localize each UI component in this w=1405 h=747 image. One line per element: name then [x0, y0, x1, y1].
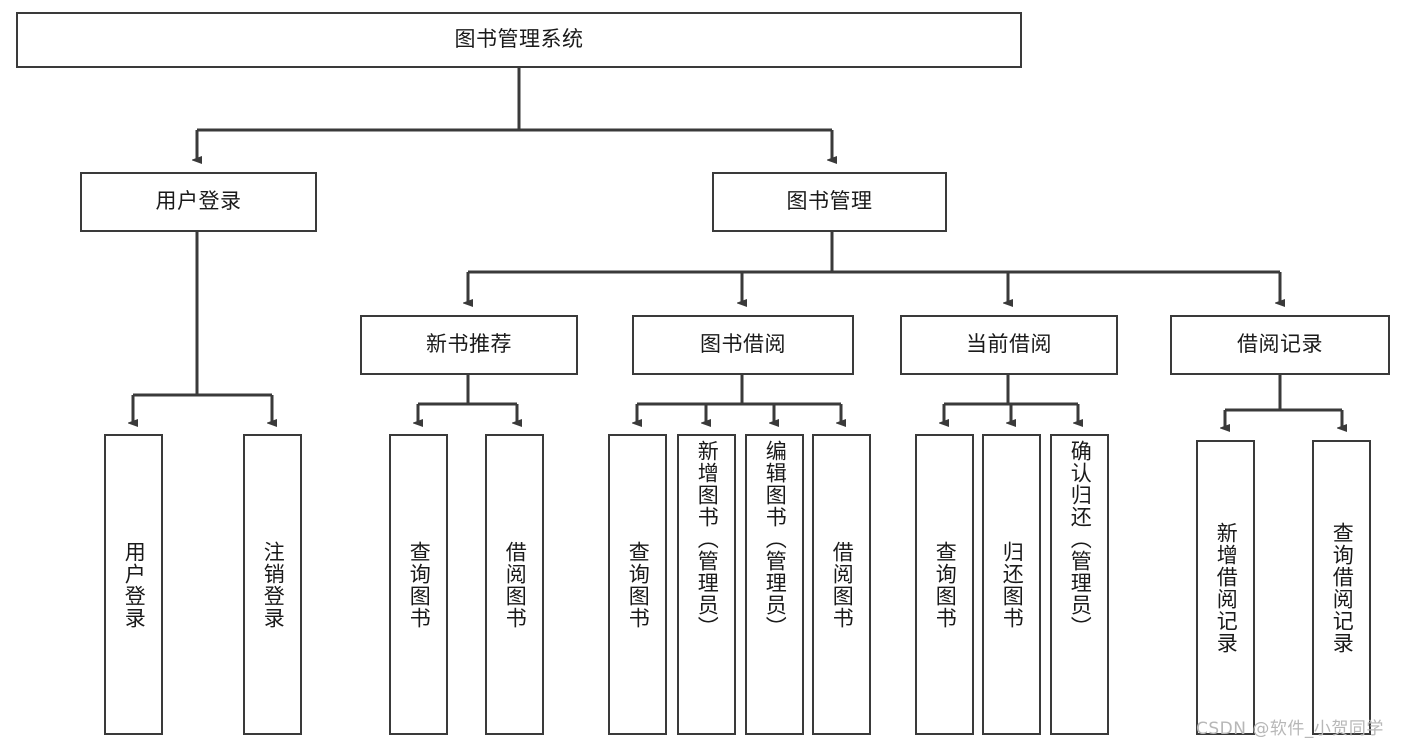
leaf-user-login-signout[interactable]: 注销登录: [243, 434, 302, 735]
leaf-book-borrow-query[interactable]: 查询图书: [608, 434, 667, 735]
node-new-book-recommend-label: 新书推荐: [426, 332, 512, 357]
leaf-current-borrow-query[interactable]: 查询图书: [915, 434, 974, 735]
leaf-current-borrow-confirm-label: 确认归还（管理员）: [1068, 440, 1093, 638]
leaf-current-borrow-query-label: 查询图书: [933, 540, 958, 629]
leaf-new-book-query-label: 查询图书: [407, 540, 432, 629]
leaf-current-borrow-return-label: 归还图书: [1000, 540, 1025, 629]
leaf-borrow-record-add[interactable]: 新增借阅记录: [1196, 440, 1255, 735]
node-new-book-recommend[interactable]: 新书推荐: [360, 315, 578, 375]
node-root-label: 图书管理系统: [454, 27, 584, 52]
leaf-new-book-borrow[interactable]: 借阅图书: [485, 434, 544, 735]
leaf-new-book-query[interactable]: 查询图书: [389, 434, 448, 735]
leaf-book-borrow-query-label: 查询图书: [626, 540, 651, 629]
leaf-book-borrow-edit-label: 编辑图书（管理员）: [763, 440, 788, 638]
node-current-borrow-label: 当前借阅: [966, 332, 1052, 357]
watermark: CSDN @软件_小贺同学: [1196, 719, 1384, 739]
leaf-book-borrow-borrow[interactable]: 借阅图书: [812, 434, 871, 735]
leaf-book-borrow-edit[interactable]: 编辑图书（管理员）: [745, 434, 804, 735]
leaf-current-borrow-return[interactable]: 归还图书: [982, 434, 1041, 735]
leaf-borrow-record-query[interactable]: 查询借阅记录: [1312, 440, 1371, 735]
leaf-book-borrow-borrow-label: 借阅图书: [830, 540, 855, 629]
node-book-management[interactable]: 图书管理: [712, 172, 947, 232]
node-user-login[interactable]: 用户登录: [80, 172, 317, 232]
leaf-borrow-record-query-label: 查询借阅记录: [1330, 521, 1355, 654]
node-root[interactable]: 图书管理系统: [16, 12, 1022, 68]
node-book-management-label: 图书管理: [786, 189, 873, 214]
node-borrow-record-label: 借阅记录: [1237, 332, 1323, 357]
node-borrow-record[interactable]: 借阅记录: [1170, 315, 1390, 375]
node-current-borrow[interactable]: 当前借阅: [900, 315, 1118, 375]
leaf-borrow-record-add-label: 新增借阅记录: [1214, 521, 1239, 654]
leaf-book-borrow-add[interactable]: 新增图书（管理员）: [677, 434, 736, 735]
leaf-new-book-borrow-label: 借阅图书: [503, 540, 528, 629]
node-user-login-label: 用户登录: [155, 189, 242, 214]
leaf-user-login-signin-label: 用户登录: [122, 540, 147, 629]
node-book-borrow[interactable]: 图书借阅: [632, 315, 854, 375]
leaf-current-borrow-confirm[interactable]: 确认归还（管理员）: [1050, 434, 1109, 735]
node-book-borrow-label: 图书借阅: [700, 332, 786, 357]
leaf-user-login-signin[interactable]: 用户登录: [104, 434, 163, 735]
leaf-user-login-signout-label: 注销登录: [261, 540, 286, 629]
leaf-book-borrow-add-label: 新增图书（管理员）: [695, 440, 720, 638]
